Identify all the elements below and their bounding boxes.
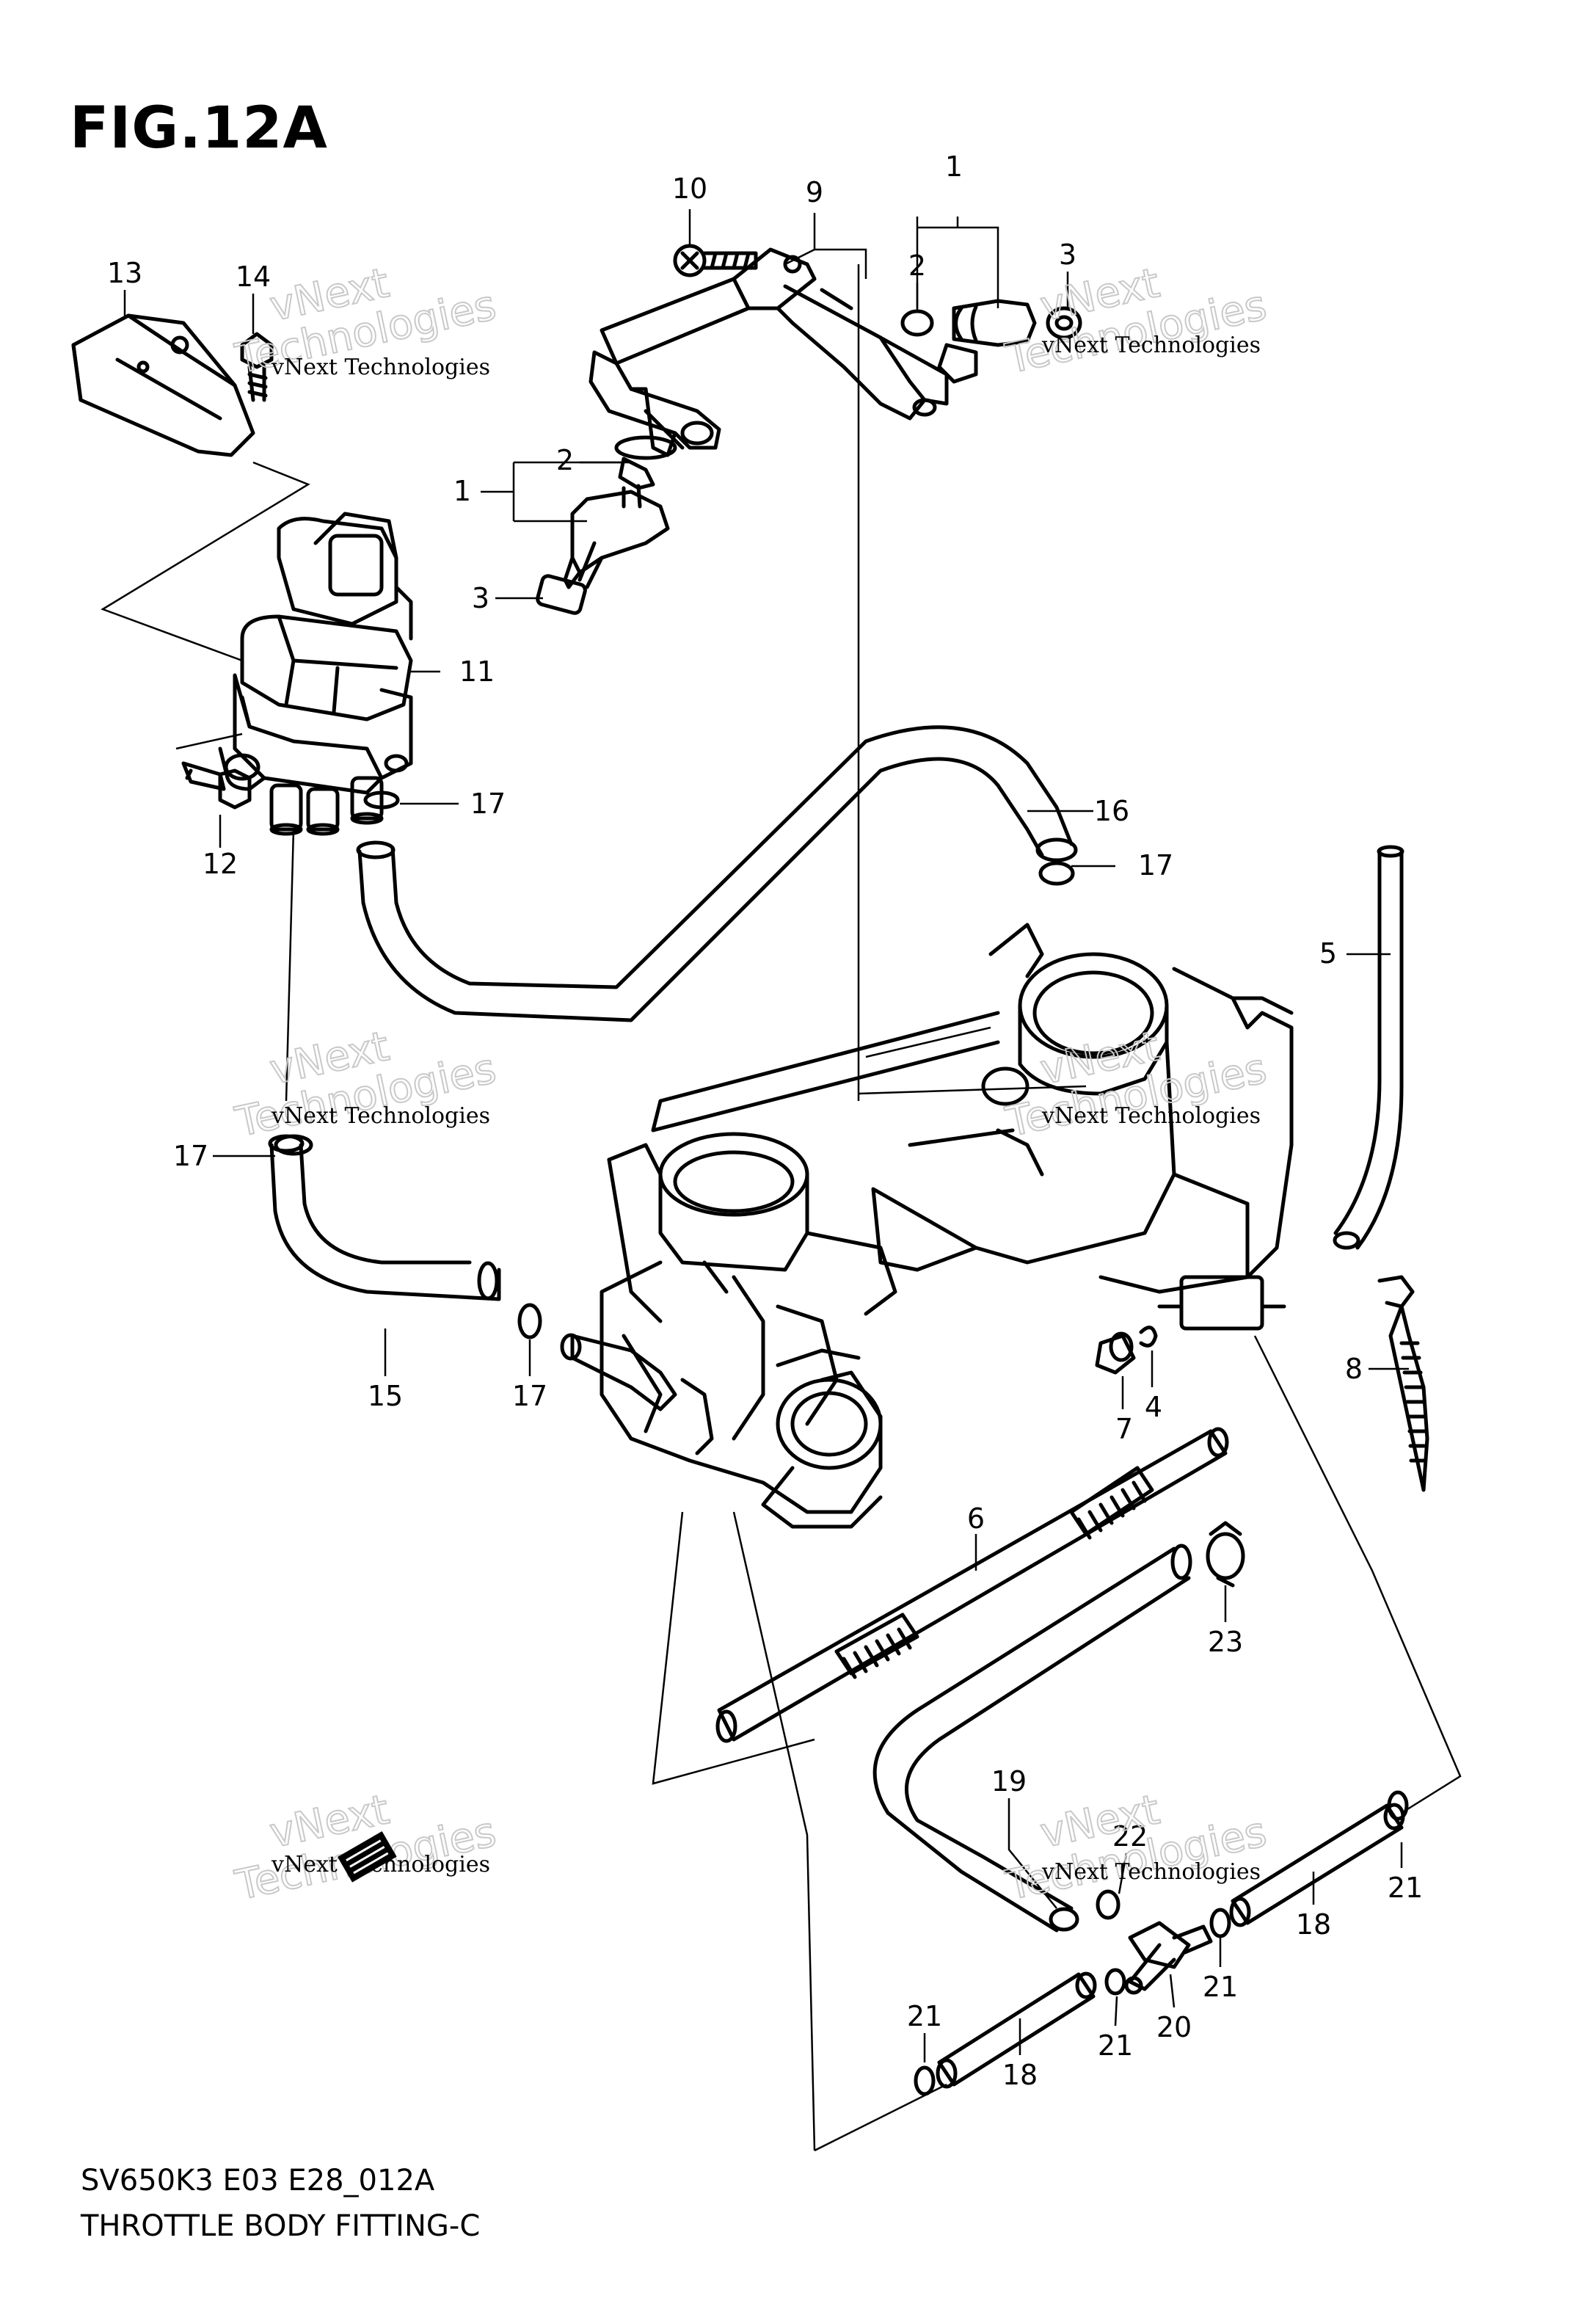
- isc-valve-part: [218, 512, 413, 836]
- throttle-body-part: [560, 923, 1294, 1529]
- bolt-14-part: [240, 332, 274, 402]
- cap-7-part: [1095, 1326, 1158, 1375]
- bolt-12-part: [181, 761, 252, 810]
- label-17-c: 17: [173, 1140, 208, 1172]
- label-5: 5: [1319, 937, 1337, 970]
- label-21-a: 21: [1388, 1872, 1423, 1904]
- bracket-part: [71, 313, 255, 457]
- clamp-23-part: [1206, 1521, 1245, 1588]
- watermark-text: vNext Technologies: [271, 355, 490, 380]
- label-15: 15: [368, 1380, 403, 1412]
- label-7: 7: [1115, 1413, 1133, 1445]
- figure-title: FIG.12A: [70, 95, 328, 161]
- wire-clamp-part: [1377, 1275, 1429, 1492]
- model-code: SV650K3 E03 E28_012A: [81, 2164, 435, 2198]
- label-17-a: 17: [470, 788, 506, 820]
- hose-clip-parts: [274, 790, 1409, 2096]
- label-21-d: 21: [907, 2000, 942, 2032]
- label-3-lower: 3: [472, 582, 489, 614]
- label-2-lower: 2: [556, 444, 574, 476]
- hose-16-part: [356, 725, 1078, 1022]
- label-12: 12: [203, 848, 238, 880]
- pipe-6-part: [715, 1427, 1229, 1743]
- label-10: 10: [672, 172, 707, 205]
- label-11: 11: [459, 655, 495, 688]
- label-14: 14: [236, 261, 271, 293]
- label-21-b: 21: [1203, 1971, 1238, 2003]
- label-9: 9: [806, 176, 823, 208]
- callout-labels: 1 2 3 9 10 13 14 1 2 3 11 12 17 16 17 5 …: [107, 150, 1423, 2091]
- diagram-name: THROTTLE BODY FITTING-C: [81, 2209, 481, 2243]
- watermark-text: vNext Technologies: [1041, 1103, 1261, 1129]
- hose-5-part: [1333, 845, 1404, 1250]
- injector-upper-part: [900, 299, 1082, 384]
- label-3: 3: [1059, 239, 1076, 271]
- fuel-delivery-pipe-part: [589, 247, 949, 457]
- label-19: 19: [991, 1765, 1027, 1797]
- injector-lower-part: [536, 435, 677, 615]
- assembly-lines: [101, 264, 1462, 2152]
- label-13: 13: [107, 257, 142, 289]
- watermark-text: vNext Technologies: [1041, 1859, 1261, 1885]
- hose-18-bottom-part: [936, 1971, 1097, 2089]
- label-16: 16: [1094, 795, 1129, 827]
- hose-18-right-part: [1229, 1803, 1405, 1927]
- footer: SV650K3 E03 E28_012A THROTTLE BODY FITTI…: [81, 2158, 480, 2249]
- label-1: 1: [945, 150, 963, 183]
- t-joint-part: [1124, 1921, 1213, 1995]
- watermark-text: vNext Technologies: [271, 1103, 490, 1129]
- label-18-a: 18: [1296, 1908, 1331, 1941]
- logo-block-icon: [338, 1831, 397, 1883]
- label-6: 6: [967, 1502, 985, 1535]
- watermark-text: vNext Technologies: [1041, 332, 1261, 358]
- label-23: 23: [1208, 1626, 1243, 1658]
- label-21-c: 21: [1098, 2029, 1133, 2062]
- label-17-b: 17: [1138, 849, 1173, 881]
- label-8: 8: [1345, 1353, 1363, 1385]
- label-17-d: 17: [512, 1380, 547, 1412]
- leader-lines: [123, 209, 1409, 2062]
- label-22: 22: [1112, 1820, 1148, 1853]
- label-2: 2: [908, 250, 926, 282]
- hose-19-part: [872, 1544, 1192, 1933]
- hose-15-part: [268, 1134, 501, 1301]
- bolt-10-part: [673, 244, 758, 277]
- watermarks: vNext Technologies vNext Technologies vN…: [230, 258, 1271, 1911]
- label-4: 4: [1145, 1391, 1162, 1423]
- label-1-lower: 1: [453, 475, 471, 507]
- label-18-b: 18: [1002, 2059, 1038, 2091]
- label-20: 20: [1156, 2011, 1192, 2043]
